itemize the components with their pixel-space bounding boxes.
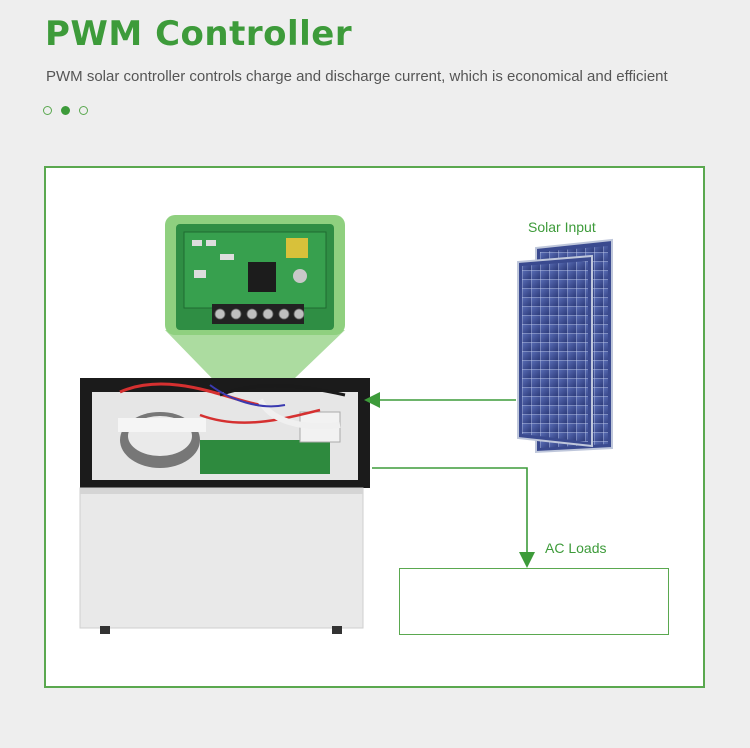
loads-arrow (372, 467, 535, 568)
carousel-dot-1[interactable] (43, 106, 52, 115)
inverter-unit-image (79, 378, 370, 634)
ac-loads-label: AC Loads (545, 540, 607, 556)
carousel-dot-2[interactable] (61, 106, 70, 115)
page-title: PWM Controller (45, 14, 353, 54)
carousel-dot-3[interactable] (79, 106, 88, 115)
ac-loads-box (399, 568, 669, 635)
solar-panels-image (517, 238, 613, 454)
pcb-highlight-beam (165, 330, 345, 402)
solar-input-label: Solar Input (528, 219, 596, 235)
pcb-board-image (165, 215, 345, 335)
page-subtitle: PWM solar controller controls charge and… (46, 68, 668, 85)
carousel-dots (43, 106, 88, 115)
